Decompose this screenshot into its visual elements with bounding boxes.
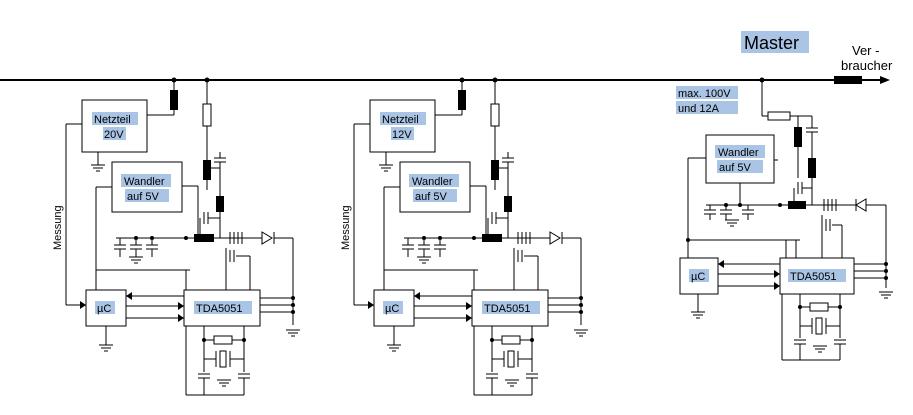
measure-label: Messung [340, 205, 352, 250]
circuit-2: Netzteil 12V Messung Wandler auf 5V [340, 77, 589, 396]
psu-box [369, 99, 436, 153]
transceiver-label: TDA5051 [790, 271, 836, 283]
psu-label-line2: 20V [104, 129, 124, 141]
converter-box [705, 134, 775, 184]
psu-label-line1: Netzteil [382, 114, 419, 126]
transceiver-label: TDA5051 [484, 303, 530, 315]
microcontroller-label: µC [97, 303, 111, 315]
psu-label-line2: 12V [392, 129, 412, 141]
measure-label: Messung [52, 205, 64, 250]
circuit-1: Netzteil 20V Messung Wandler auf 5V [52, 77, 301, 396]
converter-label-line2: auf 5V [719, 162, 751, 174]
converter-label-line1: Wandler [124, 176, 165, 188]
circuit-master: Wandler auf 5V [679, 77, 894, 361]
consumer-label-line2: braucher [841, 58, 893, 73]
microcontroller-label: µC [691, 271, 705, 283]
consumer-label-line1: Ver - [852, 43, 879, 58]
psu-box [81, 99, 148, 153]
max-voltage-label: max. 100V [678, 88, 731, 100]
transceiver-label: TDA5051 [196, 303, 242, 315]
master-label: Master [744, 33, 799, 53]
microcontroller-label: µC [385, 303, 399, 315]
max-current-label: und 12A [678, 103, 720, 115]
converter-label-line2: auf 5V [415, 191, 447, 203]
converter-label-line2: auf 5V [127, 191, 159, 203]
converter-label-line1: Wandler [718, 147, 759, 159]
power-bus [0, 76, 890, 84]
converter-label-line1: Wandler [412, 176, 453, 188]
psu-label-line1: Netzteil [94, 114, 131, 126]
